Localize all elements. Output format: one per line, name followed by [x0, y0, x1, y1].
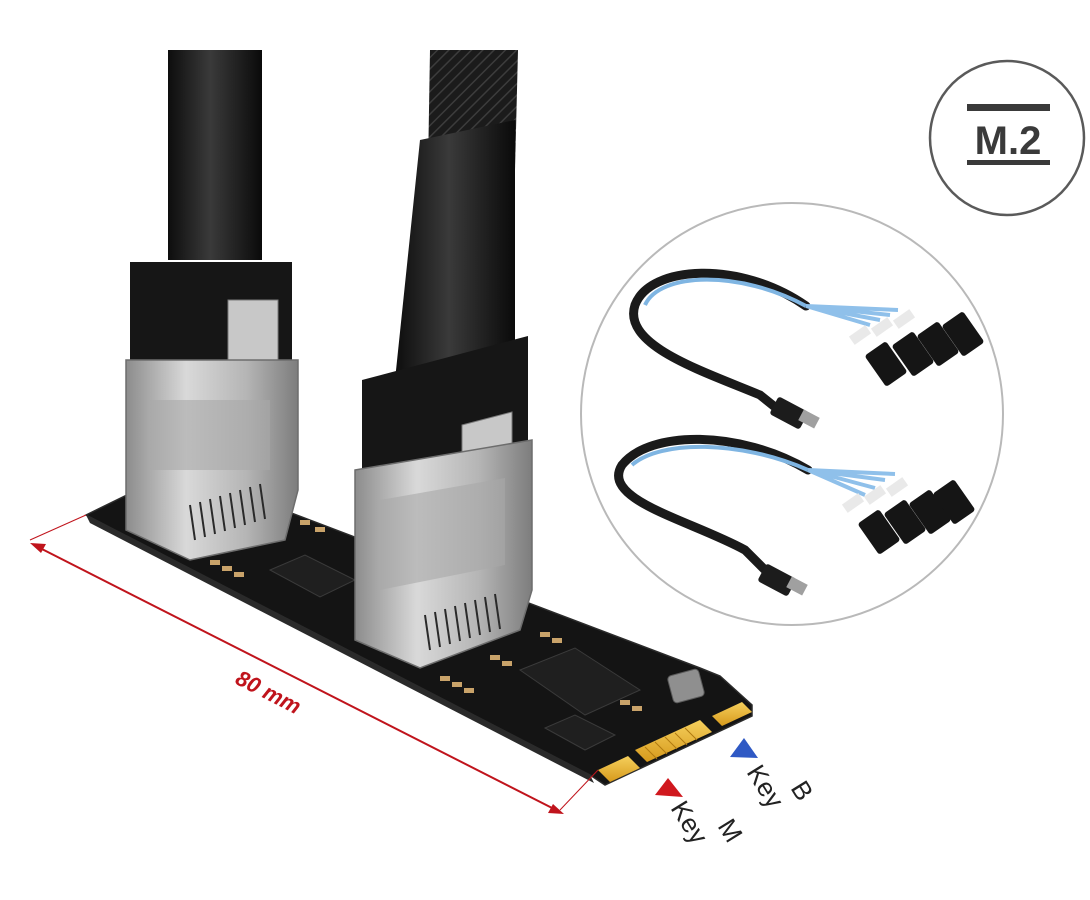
key-b-marker: Key B [730, 738, 820, 813]
dimension-arrow-end-icon [548, 804, 564, 814]
dimension-line [33, 544, 561, 813]
contacts-main [635, 720, 712, 762]
sff-connector-upper [770, 397, 808, 429]
contacts-key-m-side [598, 756, 640, 782]
sff-8654-connector-left [125, 50, 299, 561]
sff-to-sata-cable-upper [629, 268, 984, 429]
pcb-components [210, 520, 705, 751]
cable-right [395, 120, 515, 380]
key-b-word: Key [741, 759, 790, 813]
key-m-letter: M [712, 813, 749, 847]
key-b-letter: B [785, 775, 820, 806]
sata-plugs-upper [848, 309, 984, 386]
m2-badge-bottom-bar [967, 160, 1050, 165]
m2-badge-label: M.2 [975, 119, 1042, 163]
m2-badge: M.2 [928, 59, 1086, 217]
sata-plugs-lower [841, 477, 975, 554]
gold-edge-contacts [598, 702, 752, 782]
m2-badge-top-bar [967, 104, 1050, 111]
cable-accessory-circle [580, 202, 1004, 626]
m2-badge-icon [928, 59, 1086, 217]
inductor [667, 668, 705, 704]
key-m-word: Key [665, 795, 714, 849]
contacts-key-b-side [712, 702, 752, 726]
key-m-marker: Key M [655, 778, 749, 849]
sff-connector-lower [758, 564, 796, 596]
latch-left [227, 299, 279, 363]
key-m-triangle-icon [655, 778, 683, 797]
cable-left [168, 50, 262, 260]
sff-to-sata-cable-lower [614, 434, 975, 596]
controller-chip [518, 647, 642, 716]
dimension-label: 80 mm [232, 665, 305, 719]
m2-adapter-board [84, 50, 753, 786]
dimension-arrow-start-icon [30, 543, 46, 553]
key-b-triangle-icon [730, 738, 758, 758]
sff-8654-connector-right [354, 50, 533, 669]
